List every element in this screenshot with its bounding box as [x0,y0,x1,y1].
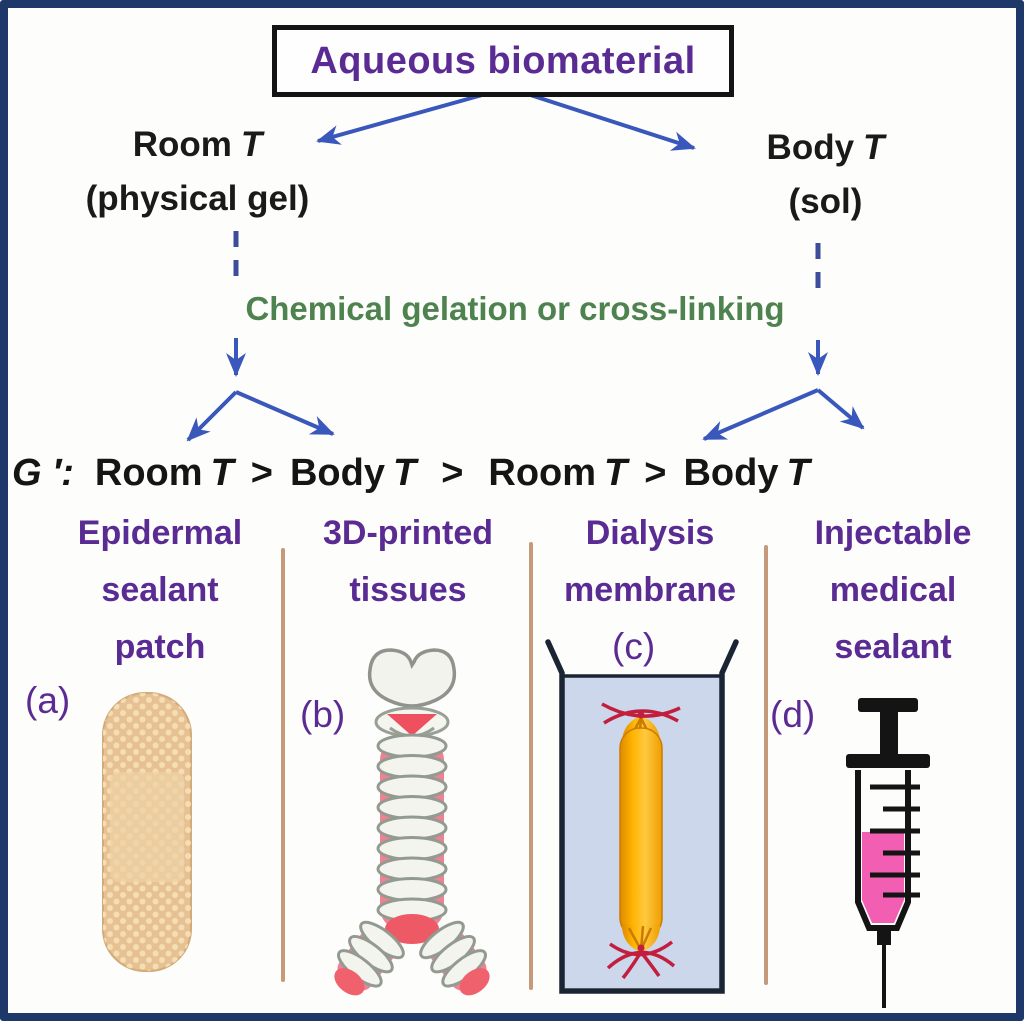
process-label: Chemical gelation or cross-linking [245,290,785,327]
node-body-line2: (sol) [788,182,863,221]
syringe-plunger [846,698,930,768]
arrow-title-to-body [514,88,696,151]
thyroid-cartilage [367,648,457,708]
carina [385,914,439,944]
divider-c-d [764,545,768,985]
left-bronchus [334,920,405,996]
right-bronchus [419,920,490,996]
arrow-right-split-d [816,388,865,430]
arrow-title-to-room [316,88,501,145]
marker-b: (b) [300,694,346,735]
gt-sign-2: > [441,452,464,494]
arrow-left-split-b [235,390,335,436]
syringe-hub [877,928,891,945]
arrow-right-split-c [702,388,819,441]
marker-a: (a) [25,680,71,721]
g-prime: G ′: [12,452,74,494]
cricoid-ring [374,706,450,738]
root-node-aqueous-biomaterial: Aqueous biomaterial [272,25,734,97]
column-label-3d-printed-tissues: 3D-printed tissues [323,514,493,609]
arrow-left-split-a [186,390,238,442]
node-room-line2: (physical gel) [85,179,310,218]
dialysis-beaker-illustration [545,639,739,994]
syringe-graduations [870,784,920,898]
tracheal-ring-stack [376,733,448,930]
printed-trachea-illustration [334,648,490,996]
column-label-injectable-medical-sealant: Injectable medical sealant [814,514,972,666]
dialysis-tube [601,702,681,980]
syringe-illustration [846,698,930,1008]
divider-b-c [529,542,533,990]
root-node-label: Aqueous biomaterial [310,39,696,82]
column-label-dialysis-membrane: Dialysis membrane [564,514,736,609]
column-label-epidermal-sealant-patch: Epidermal sealant patch [77,514,243,666]
marker-c: (c) [612,626,656,667]
gt-sign-3: > [644,452,667,494]
divider-a-b [281,548,285,982]
beaker-outline [545,639,739,994]
gt-sign-1: > [250,452,273,494]
adhesive-bandage-illustration [102,692,192,972]
marker-d: (d) [770,694,816,735]
